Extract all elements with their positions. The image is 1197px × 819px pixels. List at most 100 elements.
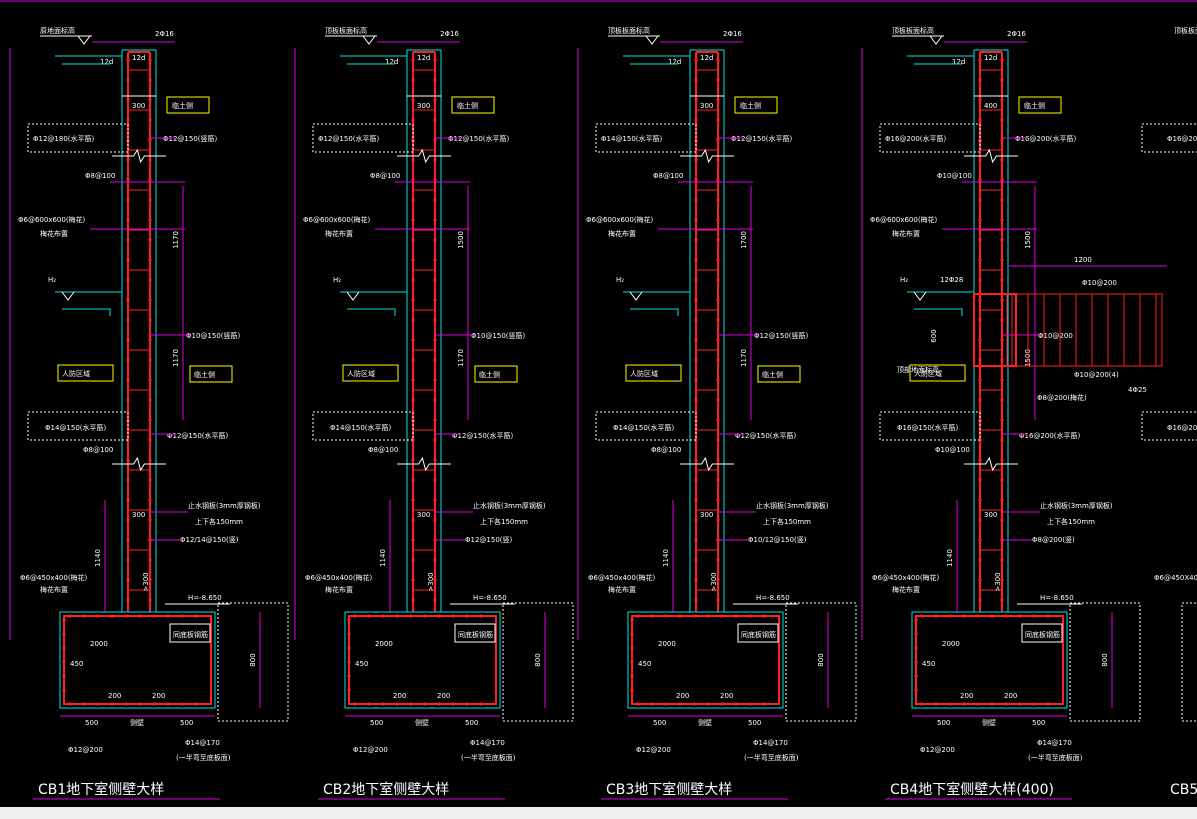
mid-slab-outline [62, 308, 111, 316]
foundation-rebar [915, 615, 1064, 705]
rebar-dot [934, 702, 938, 706]
elevation-label: H₂ [616, 276, 624, 284]
detail-title: CB4地下室侧壁大样(400) [890, 781, 1054, 798]
slab-thickness: 450 [638, 660, 651, 668]
wall-thickness: 300 [700, 511, 713, 519]
top-rebar-label: 2Φ16 [1007, 30, 1026, 38]
rebar-callout: Φ16@200 [1167, 424, 1197, 432]
rebar-dot [694, 218, 698, 222]
wall-thickness: 300 [132, 511, 145, 519]
lap-length: 12d [984, 54, 997, 62]
tie-callout: Φ8@100 [83, 446, 113, 454]
rebar-dot [948, 614, 952, 618]
rebar-dot [716, 258, 720, 262]
rebar-callout: Φ12@150(水平筋) [452, 431, 514, 440]
cross-tie-callout: Φ6@450x400(梅花) [588, 573, 656, 582]
rebar-dot [1018, 614, 1022, 618]
lap-length: 12d [700, 54, 713, 62]
detail-title: CB2地下室侧壁大样 [323, 781, 449, 798]
cross-tie-callout: Φ6@450x400(梅花) [872, 573, 940, 582]
rebar-dot [465, 614, 469, 618]
elevation-label: H₂ [48, 276, 56, 284]
rebar-dot [978, 338, 982, 342]
rebar-dot [978, 358, 982, 362]
dim-height: 1140 [94, 549, 102, 567]
rebar-dot [166, 614, 170, 618]
rebar-dot [716, 318, 720, 322]
slab-thickness: 450 [355, 660, 368, 668]
rebar-dot [353, 614, 357, 618]
rebar-dot [920, 614, 924, 618]
tag-soil-side-text: 临土侧 [740, 101, 761, 110]
rebar-dot [409, 702, 413, 706]
note-box [454, 623, 496, 643]
rebar-dot [978, 578, 982, 582]
rebar-dot [694, 478, 698, 482]
tag-soil-side [734, 96, 778, 114]
mid-slab-outline [630, 308, 679, 316]
elev-marker [61, 291, 75, 301]
rebar-dot [433, 238, 437, 242]
dim-value: 500 [465, 719, 478, 727]
rebar-callout: Φ12@150(水平筋) [735, 431, 797, 440]
rebar-callout: Φ12@200 [636, 746, 671, 754]
rebar-dot [411, 518, 415, 522]
dim-value: 500 [748, 719, 761, 727]
rebar-dot [978, 478, 982, 482]
tag-soil-side-2-text: 临土侧 [479, 370, 500, 379]
callout-cloud [312, 123, 414, 153]
waterstop-note: 止水钢板(3mm厚钢板) [1040, 501, 1113, 510]
tag-civil-defense-text: 人防区域 [630, 369, 658, 378]
elev-marker [346, 291, 360, 301]
foundation-rebar [631, 615, 780, 705]
wall-thickness: 300 [700, 102, 713, 110]
rebar-dot [347, 660, 351, 664]
rebar-dot [1000, 178, 1004, 182]
rebar-dot [664, 702, 668, 706]
rebar-dot [934, 614, 938, 618]
rebar-dot [716, 278, 720, 282]
tag-soil-side-2-text: 临土侧 [762, 370, 783, 379]
rebar-dot [694, 178, 698, 182]
rebar-dot [194, 614, 198, 618]
rebar-dot [694, 398, 698, 402]
top-rebar-label: 2Φ16 [723, 30, 742, 38]
rebar-dot [433, 198, 437, 202]
dim-value: 500 [653, 719, 666, 727]
rebar-dot [914, 646, 918, 650]
rebar-dot [110, 614, 114, 618]
rebar-dot [694, 538, 698, 542]
rebar-callout: Φ12@150(竖筋) [163, 134, 218, 143]
cross-tie-note: 梅花布置 [608, 585, 636, 594]
beam-stirrup: Φ10@200 [1082, 279, 1117, 287]
foundation-rebar [348, 615, 497, 705]
rebar-dot [630, 688, 634, 692]
tie-callout: Φ8@100 [85, 172, 115, 180]
rebar-dot [433, 78, 437, 82]
wall-thickness: 300 [417, 511, 430, 519]
rebar-callout: Φ10@200 [1038, 332, 1073, 340]
rebar-note: (一半弯至底板面) [461, 753, 516, 762]
rebar-dot [978, 98, 982, 102]
rebar-dot [1000, 558, 1004, 562]
top-rebar-label: 2Φ16 [155, 30, 174, 38]
rebar-dot [411, 98, 415, 102]
rebar-dot [433, 158, 437, 162]
rebar-dot [124, 702, 128, 706]
rebar-note: (一半弯至底板面) [176, 753, 231, 762]
rebar-dot [716, 518, 720, 522]
rebar-dot [734, 702, 738, 706]
rebar-dot [148, 298, 152, 302]
rebar-dot [716, 58, 720, 62]
rebar-dot [465, 702, 469, 706]
rebar-callout: Φ10@150(竖筋) [186, 331, 241, 340]
rebar-dot [180, 702, 184, 706]
ground-label: 原地面标高 [40, 26, 75, 35]
rebar-dot [433, 558, 437, 562]
tag-civil-defense [342, 364, 399, 382]
rebar-dot [433, 398, 437, 402]
rebar-dot [433, 598, 437, 602]
lap-length: 12d [668, 58, 681, 66]
